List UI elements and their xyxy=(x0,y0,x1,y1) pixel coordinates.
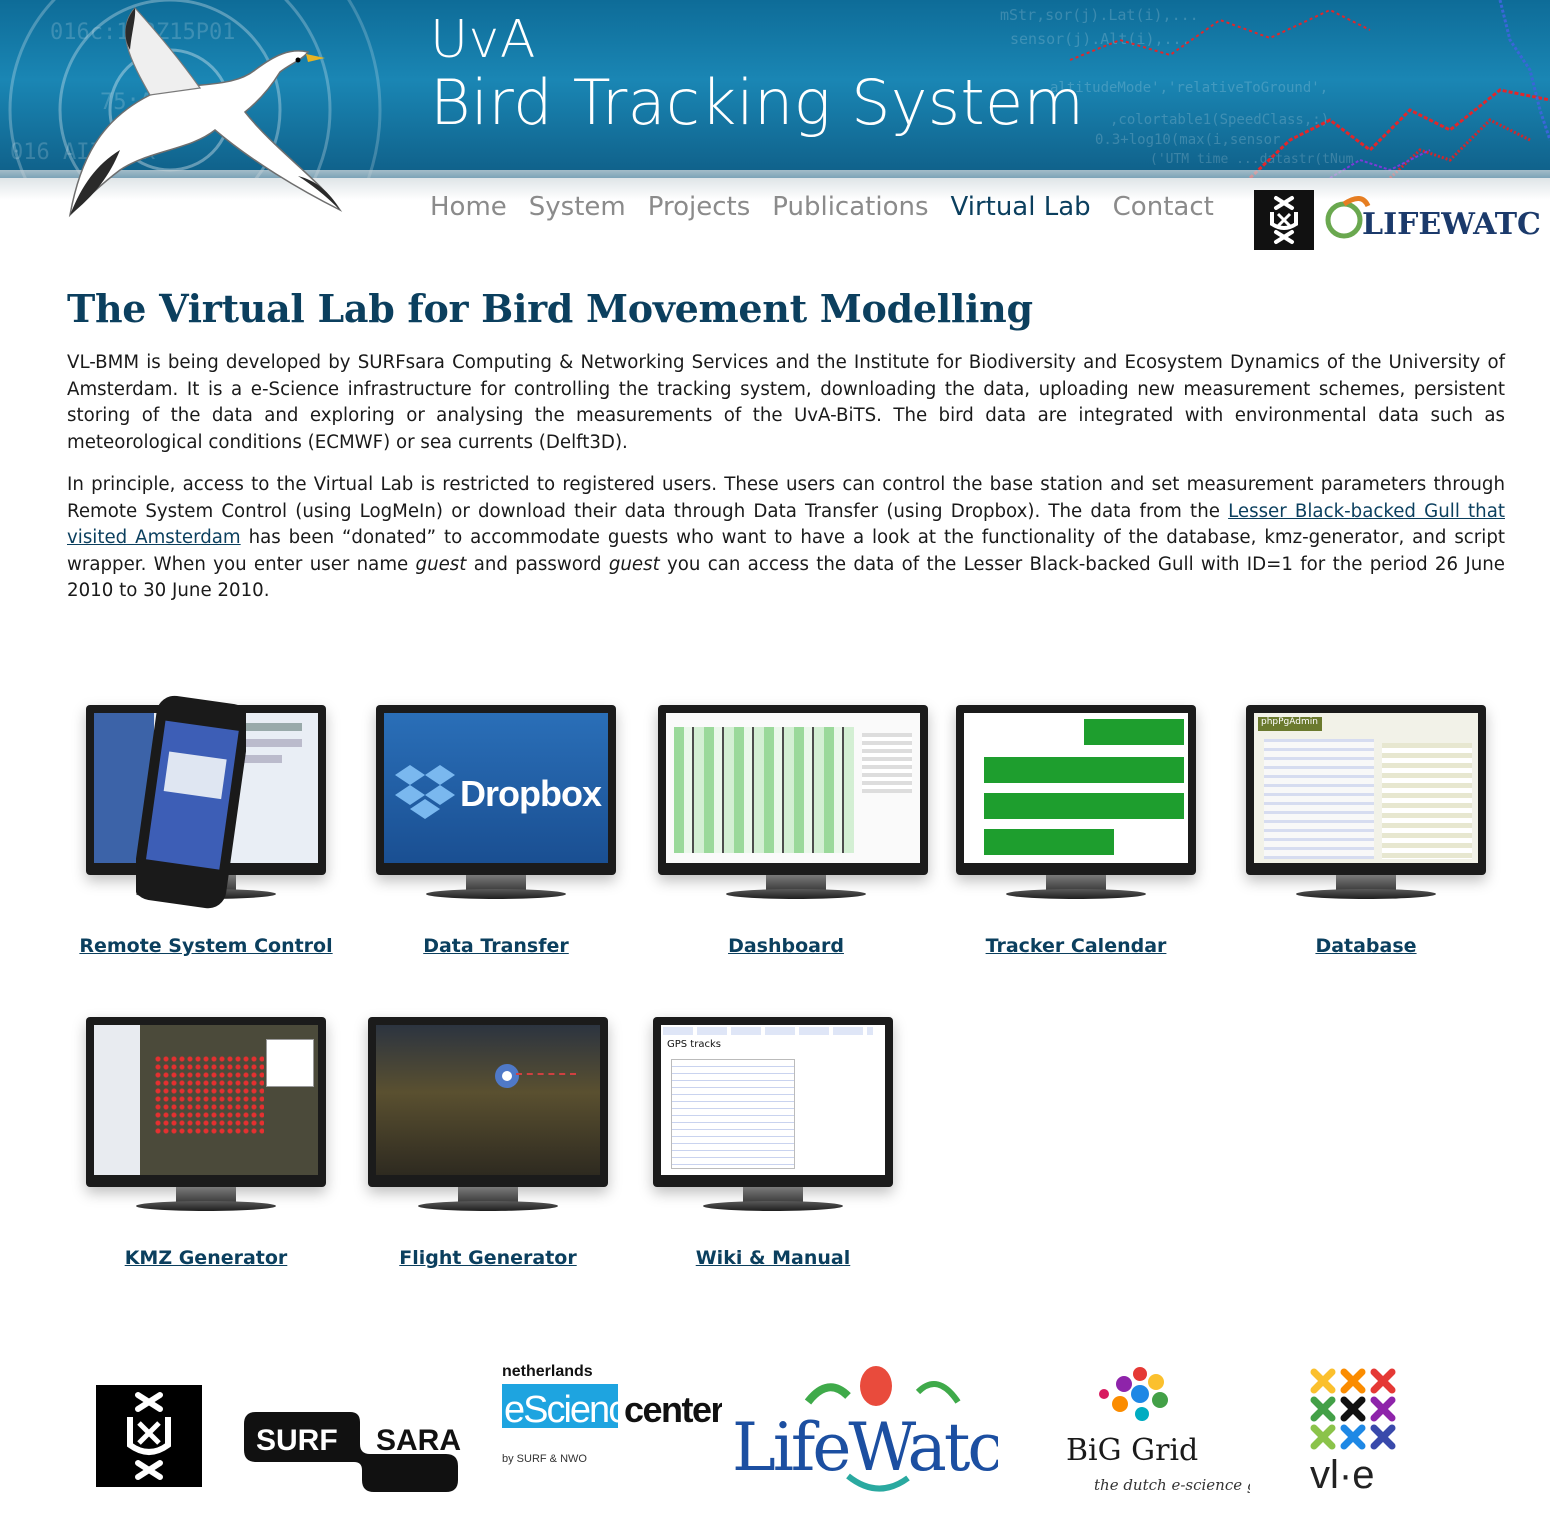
lifewatch-logo-footer[interactable]: LifeWatch xyxy=(728,1362,998,1502)
sara-text: SARA xyxy=(376,1424,461,1457)
flight-generator-link[interactable]: Flight Generator xyxy=(399,1247,577,1269)
wiki-manual-screenshot[interactable]: GPS tracks xyxy=(643,1007,903,1227)
lifewatch-logo-text: LIFEWATCH xyxy=(1362,207,1542,242)
kmz-generator-link[interactable]: KMZ Generator xyxy=(124,1247,288,1269)
nav-item-projects[interactable]: Projects xyxy=(647,192,751,222)
nav-item-contact[interactable]: Contact xyxy=(1112,192,1214,222)
code-fragment: 0.3+log10(max(i,sensor xyxy=(1095,132,1281,148)
phppgadmin-label: phpPgAdmin xyxy=(1258,717,1322,731)
database-screenshot[interactable]: phpPgAdmin xyxy=(1236,695,1496,915)
lifewatch-footer-text: LifeWatch xyxy=(732,1409,998,1486)
escience-sub-text: by SURF & NWO xyxy=(502,1453,587,1465)
escience-center-text: center xyxy=(624,1389,722,1430)
smartphone-icon xyxy=(136,695,246,909)
remote-system-control-link[interactable]: Remote System Control xyxy=(79,935,333,957)
code-fragment: ,colortable1(SpeedClass,:) xyxy=(1110,112,1330,128)
page-title: The Virtual Lab for Bird Movement Modell… xyxy=(67,286,1033,331)
biggrid-logo[interactable]: BiG Grid the dutch e-science grid xyxy=(1060,1360,1250,1500)
guest-username: guest xyxy=(415,553,467,575)
biggrid-sub-text: the dutch e-science grid xyxy=(1094,1476,1250,1494)
dropbox-wordmark: Dropbox xyxy=(460,773,602,814)
brand-line-1: UvA xyxy=(430,10,536,70)
uva-logo[interactable] xyxy=(1254,190,1314,250)
dropbox-icon xyxy=(395,765,455,819)
access-text-1: In principle, access to the Virtual Lab … xyxy=(67,474,1505,522)
wiki-manual-link[interactable]: Wiki & Manual xyxy=(695,1247,851,1269)
access-text-4: you can access the data of the Lesser Bl… xyxy=(67,553,1505,602)
kmz-generator-screenshot[interactable] xyxy=(76,1007,336,1227)
seagull-icon xyxy=(68,7,343,218)
uva-logo-footer[interactable] xyxy=(96,1385,202,1487)
main-nav: Home System Projects Publications Virtua… xyxy=(430,192,1236,232)
dashboard-screenshot[interactable] xyxy=(656,695,928,915)
nav-item-home[interactable]: Home xyxy=(430,192,507,222)
remote-control-screenshot[interactable] xyxy=(76,695,336,915)
gull-amsterdam-link[interactable]: Lesser Black-backed Gull that visited Am… xyxy=(67,500,1505,549)
access-text-3: and password xyxy=(466,553,609,575)
wiki-page-title: GPS tracks xyxy=(667,1039,721,1050)
code-fragment: mStr,sor(j).Lat(i),... xyxy=(1000,6,1199,24)
flight-generator-screenshot[interactable] xyxy=(358,1007,618,1227)
nav-item-virtual-lab[interactable]: Virtual Lab xyxy=(950,192,1091,222)
tracker-calendar-screenshot[interactable] xyxy=(946,695,1206,915)
surf-text: SURF xyxy=(256,1424,338,1457)
data-transfer-link[interactable]: Data Transfer xyxy=(423,935,569,957)
code-fragment: sensor(j).Alt(i),... xyxy=(1010,30,1191,48)
nav-item-system[interactable]: System xyxy=(528,192,626,222)
intro-paragraph: VL-BMM is being developed by SURFsara Co… xyxy=(67,352,1505,453)
escience-main-text: eScience xyxy=(504,1389,645,1431)
database-link[interactable]: Database xyxy=(1315,935,1417,957)
biggrid-title-text: BiG Grid xyxy=(1066,1433,1198,1468)
nav-item-publications[interactable]: Publications xyxy=(772,192,929,222)
tracker-calendar-link[interactable]: Tracker Calendar xyxy=(985,935,1167,957)
code-fragment: altitudeMode','relativeToGround', xyxy=(1050,80,1329,96)
vle-logo[interactable]: vl·e xyxy=(1306,1364,1402,1494)
site-brand: UvA Bird Tracking System xyxy=(430,14,1084,134)
biggrid-flower-icon xyxy=(1099,1367,1168,1421)
access-paragraph: In principle, access to the Virtual Lab … xyxy=(67,472,1505,605)
gps-tracks-graphic xyxy=(1069,0,1550,178)
surfsara-logo[interactable]: SURF SARA xyxy=(242,1400,468,1496)
escience-center-logo[interactable]: netherlands eScience center by SURF & NW… xyxy=(502,1360,722,1470)
escience-top-text: netherlands xyxy=(502,1363,593,1380)
vle-text: vl·e xyxy=(1310,1453,1374,1494)
brand-line-2: Bird Tracking System xyxy=(430,66,1085,139)
bird-marker-icon xyxy=(495,1064,519,1088)
data-transfer-screenshot[interactable]: Dropbox xyxy=(366,695,626,915)
dashboard-link[interactable]: Dashboard xyxy=(728,935,844,957)
access-text-2: has been “donated” to accommodate guests… xyxy=(67,527,1505,575)
guest-password: guest xyxy=(608,553,660,575)
code-fragment: ('UTM time ...datastr(tNum xyxy=(1150,152,1354,167)
lifewatch-logo-top[interactable]: LIFEWATCH xyxy=(1322,192,1542,244)
